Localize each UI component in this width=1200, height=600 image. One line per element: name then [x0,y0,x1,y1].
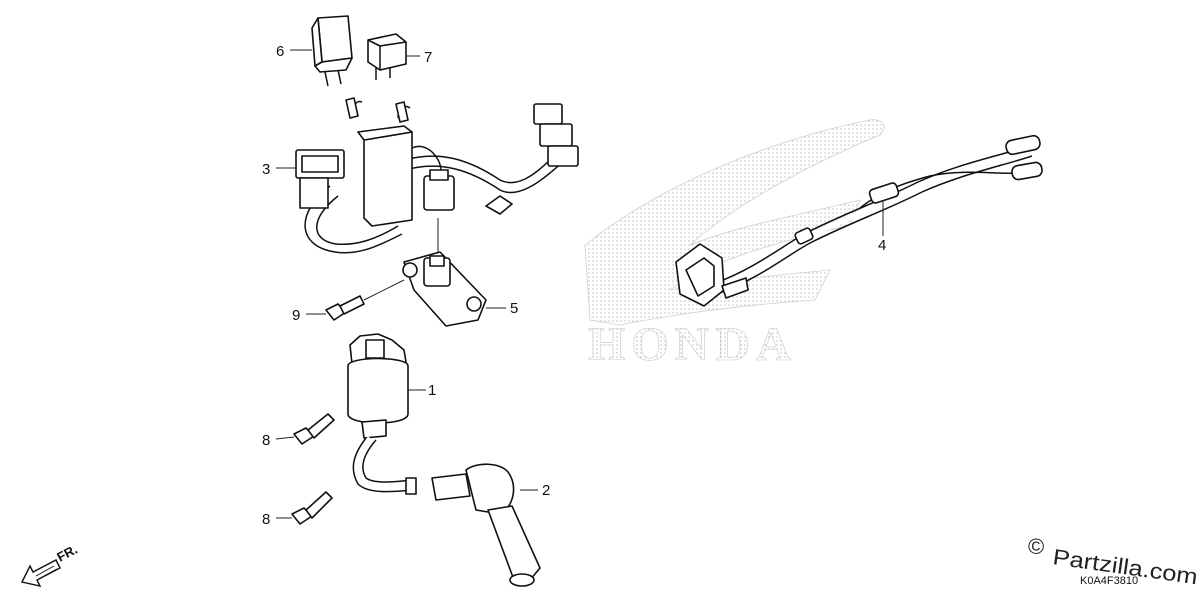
part-3-harness [295,97,579,254]
callout-6: 6 [276,43,284,60]
front-label: FR. [54,542,80,565]
callout-labels: 1 2 3 4 5 6 7 8 8 9 [262,43,886,528]
part-8-bolt-lower [291,491,333,525]
callout-8-lower: 8 [262,511,270,528]
part-8-bolt-upper [293,413,335,445]
part-5-sensor [402,218,487,327]
callout-4: 4 [878,237,886,254]
part-9-bolt [325,279,405,321]
front-direction-indicator: FR. [20,542,80,588]
part-1-ignition-coil [347,333,417,495]
copyright-symbol: © [1028,534,1044,559]
callout-3: 3 [262,161,270,178]
callout-9: 9 [292,307,300,324]
part-7-relay [367,33,407,80]
figure-code: K0A4F3810 [1080,575,1138,587]
callout-5: 5 [510,300,518,317]
part-6-relay [311,15,353,87]
callout-2: 2 [542,482,550,499]
part-4-sub-harness [675,134,1043,307]
honda-wing-logo [584,119,885,326]
leader-lines [275,49,506,519]
callout-8-upper: 8 [262,432,270,449]
callout-1: 1 [428,382,436,399]
honda-watermark: HONDA [584,119,885,371]
honda-brand-text: HONDA [588,318,797,371]
part-2-plug-cap [431,463,541,587]
callout-7: 7 [424,49,432,66]
